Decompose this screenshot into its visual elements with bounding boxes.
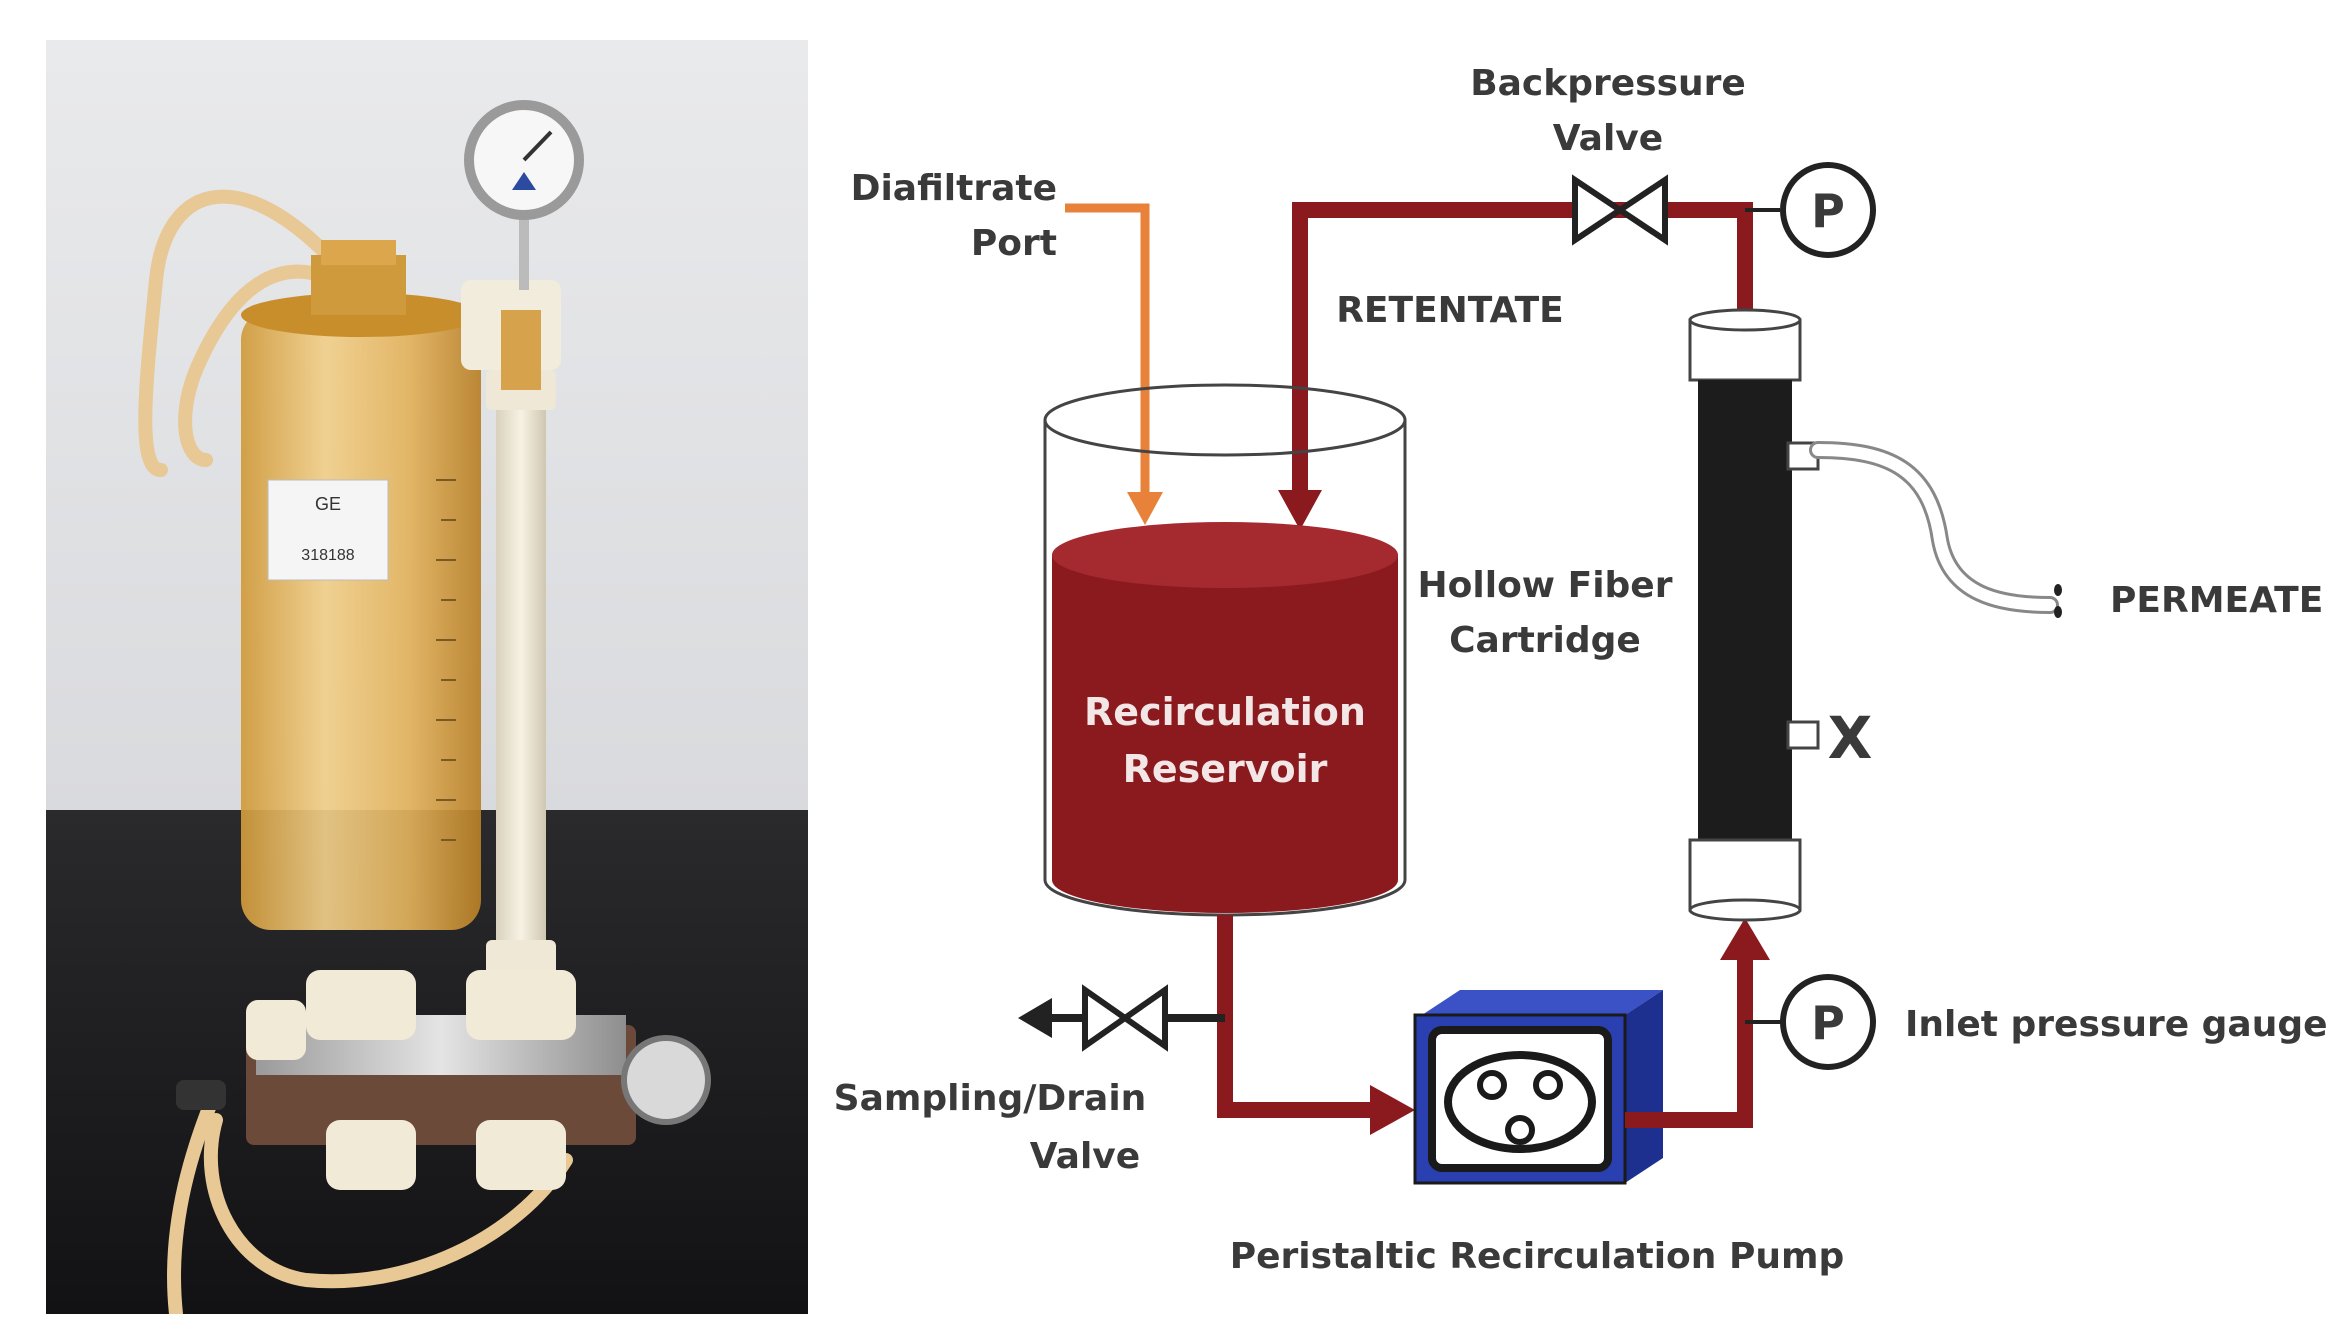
diafiltrate-arrowhead xyxy=(1127,492,1163,525)
hollow-fiber-column xyxy=(461,280,561,1000)
diafiltrate-port-label-line1: Diafiltrate xyxy=(851,168,1057,209)
outlet-pressure-symbol: P xyxy=(1811,184,1845,238)
peristaltic-pump xyxy=(1413,990,1663,1185)
backpressure-valve xyxy=(1572,174,1668,246)
retentate-line xyxy=(1292,202,1753,500)
diafiltrate-port-label-line2: Port xyxy=(971,223,1057,264)
sticker-id: 318188 xyxy=(301,547,354,564)
drain-arrowhead xyxy=(1018,998,1052,1038)
outlet-pressure-gauge: P xyxy=(1780,162,1876,258)
base-plate xyxy=(176,970,711,1190)
pump-inlet-arrowhead xyxy=(1370,1085,1415,1135)
diafiltrate-line xyxy=(1065,203,1150,500)
cartridge-inlet-arrowhead xyxy=(1720,918,1770,960)
tff-schematic-drawing: P Recirculation Reservoir xyxy=(834,63,2328,1277)
permeate-tubing xyxy=(1809,441,2059,614)
retentate-label: RETENTATE xyxy=(1336,290,1564,331)
backpressure-valve-label-line2: Valve xyxy=(1553,118,1663,159)
inlet-pressure-symbol: P xyxy=(1811,996,1845,1050)
tubing xyxy=(138,189,573,1314)
retentate-arrowhead xyxy=(1278,490,1322,530)
closed-port-symbol: X xyxy=(1828,704,1873,772)
reservoir-liquid xyxy=(1052,522,1398,913)
sampling-drain-valve xyxy=(1082,984,1168,1052)
reservoir-cylinder: GE 318188 xyxy=(241,240,481,930)
inlet-pressure-gauge-label: Inlet pressure gauge xyxy=(1905,1004,2328,1045)
sampling-drain-label-line1: Sampling/Drain xyxy=(834,1078,1147,1119)
apparatus-photo-drawing: GE 318188 xyxy=(46,40,808,1314)
reservoir-container xyxy=(1043,383,1407,917)
hollow-fiber-label-line1: Hollow Fiber xyxy=(1418,565,1673,606)
hollow-fiber-label-line2: Cartridge xyxy=(1449,620,1641,661)
apparatus-photo: GE 318188 xyxy=(46,40,808,1314)
sampling-drain-label-line2: Valve xyxy=(1030,1136,1140,1177)
backpressure-valve-label-line1: Backpressure xyxy=(1470,63,1746,104)
pump-outlet-line xyxy=(1625,950,1753,1128)
reservoir-label-line1: Recirculation xyxy=(1084,690,1366,734)
hollow-fiber-cartridge xyxy=(1688,308,1820,922)
peristaltic-pump-label: Peristaltic Recirculation Pump xyxy=(1230,1236,1845,1277)
tff-schematic: P Recirculation Reservoir xyxy=(820,0,2341,1331)
asset-sticker xyxy=(267,479,389,581)
permeate-label: PERMEATE xyxy=(2110,580,2323,621)
reservoir-outlet-line xyxy=(1217,915,1380,1118)
permeate-drip xyxy=(2054,584,2062,618)
sticker-brand: GE xyxy=(315,494,341,514)
top-pressure-gauge xyxy=(464,100,584,290)
bottom-pressure-gauge xyxy=(621,1035,711,1125)
reservoir-label-line2: Reservoir xyxy=(1123,747,1328,791)
inlet-pressure-gauge: P xyxy=(1780,974,1876,1070)
